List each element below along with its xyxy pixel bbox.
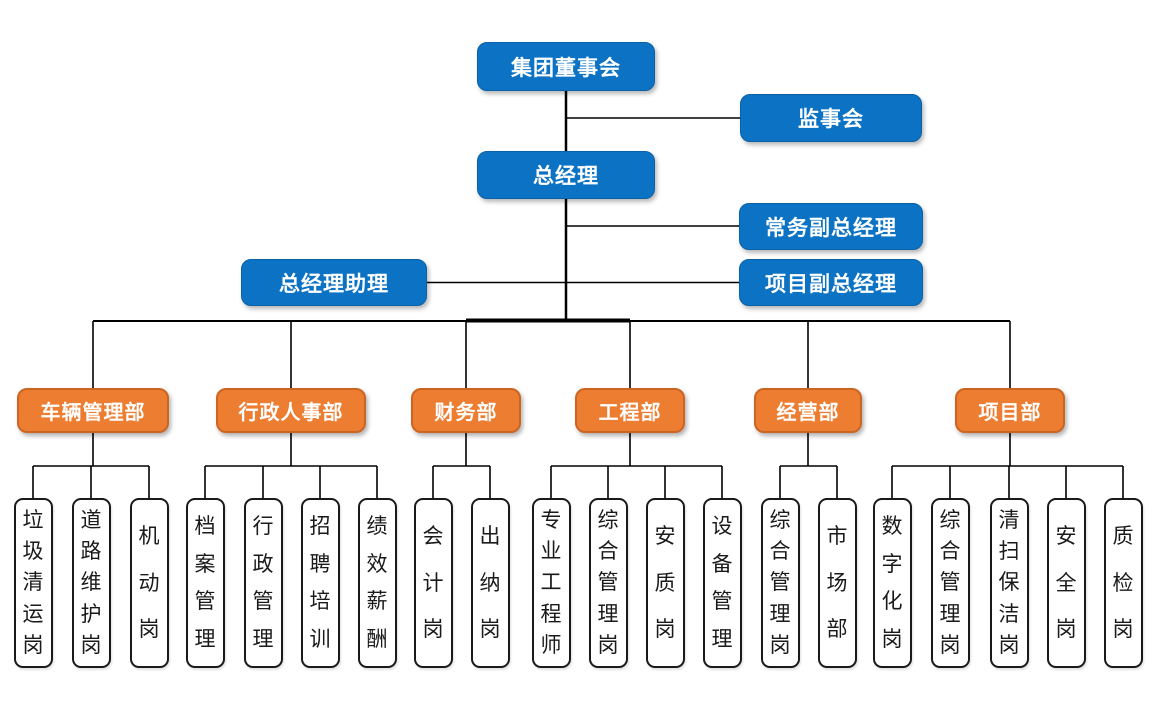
node-pos-garbage-collection: 垃圾清运岗 [13, 498, 53, 668]
node-dept-finance: 财务部 [411, 388, 521, 433]
node-pos-recruit-training: 招聘培训 [300, 498, 340, 668]
node-pos-general-mgmt-prj: 综合管理岗 [930, 498, 970, 668]
node-pos-general-mgmt-eng: 综合管理岗 [588, 498, 628, 668]
node-executive-deputy-gm: 常务副总经理 [739, 203, 923, 250]
node-dept-vehicle-management: 车辆管理部 [17, 388, 169, 433]
node-pos-archives: 档案管理 [185, 498, 225, 668]
node-pos-mobile: 机动岗 [129, 498, 169, 668]
node-pos-cashier: 出纳岗 [470, 498, 510, 668]
node-dept-admin-hr: 行政人事部 [216, 388, 366, 433]
node-general-manager: 总经理 [477, 151, 655, 199]
node-pos-road-maintenance: 道路维护岗 [71, 498, 111, 668]
node-dept-operations: 经营部 [754, 388, 862, 433]
node-pos-general-mgmt-ops: 综合管理岗 [760, 498, 800, 668]
node-dept-project: 项目部 [955, 388, 1065, 433]
node-dept-engineering: 工程部 [575, 388, 685, 433]
node-pos-market: 市场部 [817, 498, 857, 668]
node-gm-assistant: 总经理助理 [241, 259, 427, 306]
node-pos-equipment-mgmt: 设备管理 [702, 498, 742, 668]
node-pos-safety: 安全岗 [1046, 498, 1086, 668]
node-pos-admin-management: 行政管理 [243, 498, 283, 668]
node-pos-cleaning: 清扫保洁岗 [989, 498, 1029, 668]
node-supervisory-board: 监事会 [740, 94, 922, 142]
node-pos-performance-pay: 绩效薪酬 [357, 498, 397, 668]
node-pos-quality-check: 质检岗 [1103, 498, 1143, 668]
node-board: 集团董事会 [477, 42, 655, 91]
node-pos-accountant: 会计岗 [413, 498, 453, 668]
node-pos-digitalization: 数字化岗 [872, 498, 912, 668]
node-pos-professional-engineer: 专业工程师 [531, 498, 571, 668]
node-project-deputy-gm: 项目副总经理 [739, 259, 923, 306]
node-pos-safety-quality: 安质岗 [645, 498, 685, 668]
